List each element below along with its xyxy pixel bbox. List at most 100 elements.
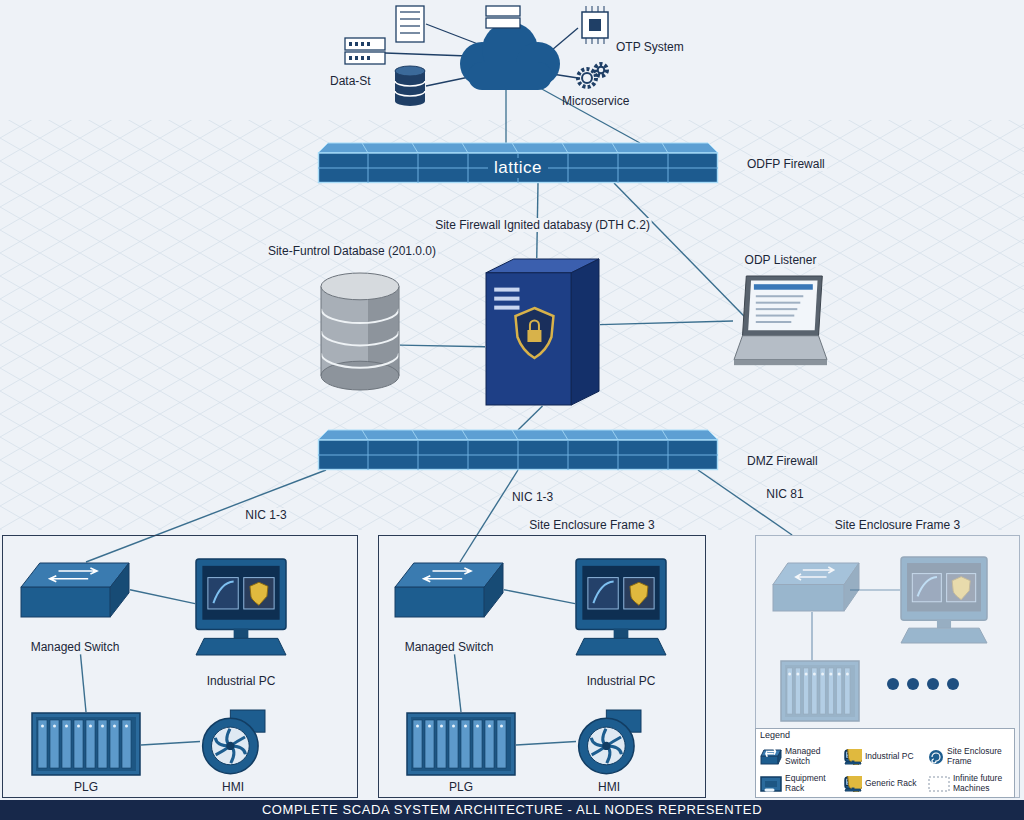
drawing-part bbox=[593, 582, 613, 604]
drawing-part bbox=[468, 62, 552, 90]
drawing-part bbox=[98, 720, 107, 768]
drawing-part bbox=[486, 6, 520, 16]
drawing-part bbox=[412, 143, 418, 153]
legend-icon bbox=[928, 749, 944, 765]
drawing-part bbox=[399, 286, 400, 375]
drawing-part bbox=[319, 440, 718, 470]
drawing-part bbox=[395, 96, 425, 106]
drawing-part bbox=[407, 713, 515, 775]
drawing-part bbox=[754, 284, 813, 290]
link-label: NIC 1-3 bbox=[243, 508, 288, 522]
drawing-part bbox=[424, 576, 463, 582]
network-link bbox=[600, 321, 733, 325]
drawing-part bbox=[929, 777, 949, 791]
legend-icon bbox=[760, 776, 782, 792]
drawing-part bbox=[113, 725, 116, 728]
drawing-part bbox=[820, 668, 825, 714]
drawing-part bbox=[349, 56, 352, 60]
drawing-part bbox=[907, 563, 981, 611]
drawing-part bbox=[462, 143, 468, 153]
node-heading: ODP Listener bbox=[743, 253, 819, 267]
drawing-part bbox=[571, 259, 599, 405]
legend-entry: Managed Switch bbox=[760, 743, 844, 770]
drawing-part bbox=[395, 91, 425, 96]
drawing-part bbox=[845, 749, 862, 765]
drawing-part bbox=[411, 717, 511, 771]
drawing-part bbox=[598, 38, 599, 44]
drawing-part bbox=[562, 143, 568, 153]
drawing-part bbox=[464, 725, 467, 728]
network-link bbox=[400, 345, 485, 347]
drawing-part bbox=[345, 38, 385, 50]
drawing-part bbox=[321, 361, 399, 390]
drawing-part bbox=[845, 668, 850, 714]
drawing-part bbox=[582, 566, 659, 620]
drawing-part bbox=[32, 713, 140, 775]
rack-icon bbox=[31, 712, 141, 776]
node-label: HMI bbox=[222, 780, 244, 794]
server-shape bbox=[485, 258, 600, 406]
drawing-part bbox=[771, 788, 774, 791]
legend-grid: Managed SwitchIndustrial PCSite Enclosur… bbox=[760, 743, 1012, 797]
cyl-shape bbox=[320, 272, 400, 390]
drawing-part bbox=[437, 720, 446, 768]
drawing-part bbox=[213, 582, 233, 604]
drawing-part bbox=[576, 559, 666, 655]
drawing-part bbox=[604, 6, 605, 12]
drawing-part bbox=[756, 295, 804, 297]
drawing-part bbox=[803, 567, 834, 573]
drawing-part bbox=[500, 725, 503, 728]
drawing-part bbox=[413, 720, 422, 768]
drawing-part bbox=[805, 673, 808, 676]
plg-rack: PLG bbox=[31, 712, 141, 794]
drawing-part bbox=[50, 720, 59, 768]
drawing-part bbox=[318, 430, 718, 440]
drawing-part bbox=[395, 587, 484, 617]
drawing-part bbox=[918, 577, 937, 596]
drawing-part bbox=[196, 559, 286, 655]
band-name: DMZ Firewall bbox=[745, 454, 820, 468]
drawing-part bbox=[318, 143, 718, 153]
drawing-part bbox=[395, 81, 425, 86]
drawing-part bbox=[765, 781, 777, 787]
legend-icon bbox=[844, 776, 862, 792]
drawing-part bbox=[527, 330, 541, 342]
drawing-part bbox=[110, 563, 129, 617]
drawing-part bbox=[795, 668, 800, 714]
network-link bbox=[81, 654, 87, 712]
drawing-part bbox=[234, 629, 249, 639]
drawing-part bbox=[318, 143, 718, 183]
drawing-part bbox=[425, 720, 434, 768]
drawing-part bbox=[452, 725, 455, 728]
drawing-part bbox=[761, 777, 781, 792]
drawing-part bbox=[845, 776, 862, 792]
drawing-part bbox=[592, 6, 593, 12]
drawing-part bbox=[395, 66, 425, 76]
drawing-part bbox=[355, 42, 358, 46]
industrial-pc: Industrial PC bbox=[195, 558, 287, 688]
drawing-part bbox=[321, 286, 322, 375]
caption-bar: COMPLETE SCADA SYSTEM ARCHITECTURE - ALL… bbox=[0, 800, 1024, 820]
drawing-part bbox=[74, 720, 83, 768]
drawing-part bbox=[385, 53, 468, 56]
drawing-part bbox=[202, 566, 279, 620]
drawing-part bbox=[50, 576, 88, 582]
drawing-part bbox=[400, 32, 420, 33]
drawing-part bbox=[829, 673, 832, 676]
hmi-fan: HMI bbox=[576, 709, 642, 794]
drawing-part bbox=[624, 578, 654, 609]
node-heading: Site Firewall Ignited databasy (DTH C.2) bbox=[433, 218, 652, 232]
drawing-part bbox=[433, 568, 472, 574]
drawing-part bbox=[766, 750, 774, 756]
drawing-part bbox=[592, 38, 593, 44]
drawing-part bbox=[912, 574, 941, 602]
drawing-part bbox=[589, 19, 601, 31]
legend-entry: Infinite future Machines bbox=[928, 770, 1012, 797]
legend-title: Legend bbox=[760, 730, 790, 741]
legend-text: Generic Rack bbox=[865, 779, 923, 788]
drawing-part bbox=[212, 727, 250, 765]
drawing-part bbox=[947, 678, 959, 690]
drawing-part bbox=[530, 321, 539, 331]
drawing-part bbox=[36, 717, 136, 771]
